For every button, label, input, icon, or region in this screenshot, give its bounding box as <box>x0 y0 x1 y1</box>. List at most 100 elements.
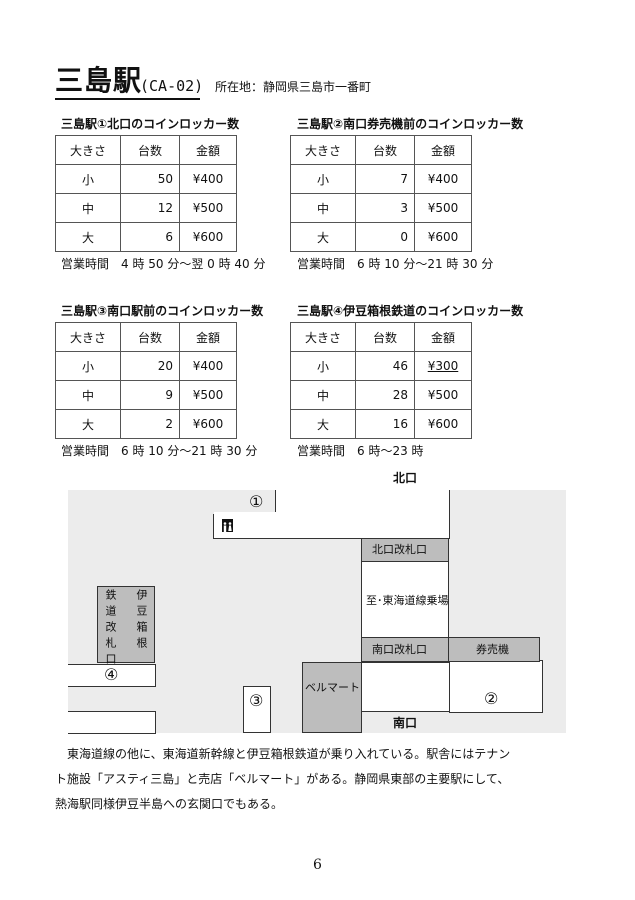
bellmart-shop <box>302 662 362 733</box>
west-passage-lower <box>68 711 156 734</box>
locker-2-marker: ② <box>484 689 499 708</box>
table-row: 中 12 ¥500 <box>55 193 237 223</box>
locker-3-marker: ③ <box>249 691 264 710</box>
ticket-area <box>449 660 543 713</box>
corridor-join <box>214 512 449 516</box>
north-gate-label: 北口改札口 <box>372 543 427 556</box>
cell-price: ¥500 <box>414 193 472 223</box>
header-size: 大きさ <box>290 322 356 352</box>
restroom-icon <box>222 519 233 532</box>
cell-count: 7 <box>355 164 415 194</box>
header-count: 台数 <box>120 322 180 352</box>
station-name: 三島駅 <box>55 64 143 97</box>
locker-4-hours: 営業時間 6 時〜23 時 <box>297 444 424 458</box>
cell-price: ¥600 <box>414 409 472 439</box>
title-underline <box>55 98 200 100</box>
description-line-2: ト施設「アスティ三島」と売店「ベルマート」がある。静岡県東部の主要駅にして、 <box>55 772 510 786</box>
table-header-row: 大きさ 台数 金額 <box>55 135 237 165</box>
table-row: 小 50 ¥400 <box>55 164 237 194</box>
cell-count: 16 <box>355 409 415 439</box>
table-row: 小 20 ¥400 <box>55 351 237 381</box>
locker-4-title: 三島駅④伊豆箱根鉄道のコインロッカー数 <box>297 304 524 318</box>
izuhakone-label-right: 伊豆箱根 <box>135 589 148 653</box>
cell-count: 28 <box>355 380 415 410</box>
locker-1-marker: ① <box>249 492 264 511</box>
table-row: 大 2 ¥600 <box>55 409 237 439</box>
table-row: 中 28 ¥500 <box>290 380 472 410</box>
locker-3-title: 三島駅③南口駅前のコインロッカー数 <box>61 304 264 318</box>
locker-4-table: 大きさ 台数 金額 小 46 ¥300 中 28 ¥500 大 16 ¥600 <box>290 322 472 439</box>
table-row: 中 9 ¥500 <box>55 380 237 410</box>
north-exit-label: 北口 <box>393 471 418 485</box>
cell-size: 小 <box>290 351 356 381</box>
table-row: 大 6 ¥600 <box>55 222 237 252</box>
cell-price: ¥500 <box>179 193 237 223</box>
cell-size: 中 <box>290 380 356 410</box>
cell-size: 大 <box>55 409 121 439</box>
locker-3-hours: 営業時間 6 時 10 分〜21 時 30 分 <box>61 444 258 458</box>
cell-count: 2 <box>120 409 180 439</box>
header-price: 金額 <box>179 322 237 352</box>
cell-size: 中 <box>55 380 121 410</box>
cell-count: 12 <box>120 193 180 223</box>
bellmart-label: ベルマート <box>305 681 360 694</box>
cell-price: ¥400 <box>179 164 237 194</box>
cell-size: 中 <box>290 193 356 223</box>
cell-size: 中 <box>55 193 121 223</box>
header-price: 金額 <box>414 322 472 352</box>
izuhakone-gate <box>97 586 155 663</box>
header-size: 大きさ <box>290 135 356 165</box>
header-count: 台数 <box>120 135 180 165</box>
south-gate-label: 南口改札口 <box>372 643 427 656</box>
north-corridor-upper <box>275 490 450 514</box>
header-count: 台数 <box>355 322 415 352</box>
header-count: 台数 <box>355 135 415 165</box>
locker-1-hours: 営業時間 4 時 50 分〜翌 0 時 40 分 <box>61 257 266 271</box>
cell-count: 6 <box>120 222 180 252</box>
station-address: 所在地：静岡県三島市一番町 <box>215 80 372 94</box>
cell-price: ¥600 <box>414 222 472 252</box>
header-size: 大きさ <box>55 135 121 165</box>
table-header-row: 大きさ 台数 金額 <box>55 322 237 352</box>
locker-4-marker: ④ <box>104 665 119 684</box>
north-corridor <box>213 514 450 539</box>
ticket-machines <box>448 637 540 662</box>
cell-count: 0 <box>355 222 415 252</box>
locker-2-hours: 営業時間 6 時 10 分〜21 時 30 分 <box>297 257 494 271</box>
description-line-3: 熱海駅同様伊豆半島への玄関口でもある。 <box>55 797 284 811</box>
header-size: 大きさ <box>55 322 121 352</box>
cell-price: ¥500 <box>179 380 237 410</box>
table-row: 小 7 ¥400 <box>290 164 472 194</box>
header-price: 金額 <box>179 135 237 165</box>
cell-price: ¥600 <box>179 409 237 439</box>
south-exit-label: 南口 <box>393 716 418 730</box>
locker-2-title: 三島駅②南口券売機前のコインロッカー数 <box>297 117 524 131</box>
station-code: (CA-02) <box>140 77 204 95</box>
description-line-1: 東海道線の他に、東海道新幹線と伊豆箱根鉄道が乗り入れている。駅舎にはテナン <box>67 747 511 761</box>
locker-2-table: 大きさ 台数 金額 小 7 ¥400 中 3 ¥500 大 0 ¥600 <box>290 135 472 252</box>
cell-count: 9 <box>120 380 180 410</box>
locker-1-table: 大きさ 台数 金額 小 50 ¥400 中 12 ¥500 大 6 ¥600 <box>55 135 237 252</box>
cell-price: ¥600 <box>179 222 237 252</box>
cell-size: 小 <box>55 164 121 194</box>
table-row: 大 0 ¥600 <box>290 222 472 252</box>
table-header-row: 大きさ 台数 金額 <box>290 322 472 352</box>
cell-price: ¥400 <box>414 164 472 194</box>
table-row: 中 3 ¥500 <box>290 193 472 223</box>
platform-label: 至･東海道線乗場 <box>366 594 449 607</box>
header-price: 金額 <box>414 135 472 165</box>
cell-size: 大 <box>55 222 121 252</box>
west-passage <box>68 664 156 687</box>
izuhakone-label-left: 鉄道改札口 <box>104 589 117 669</box>
cell-count: 3 <box>355 193 415 223</box>
cell-price: ¥300 <box>414 351 472 381</box>
page-number: 6 <box>313 857 322 873</box>
table-header-row: 大きさ 台数 金額 <box>290 135 472 165</box>
cell-size: 小 <box>55 351 121 381</box>
locker-3-niche <box>243 686 271 733</box>
cell-price: ¥400 <box>179 351 237 381</box>
ticket-machines-label: 券売機 <box>476 643 509 656</box>
cell-count: 46 <box>355 351 415 381</box>
cell-size: 大 <box>290 222 356 252</box>
locker-3-table: 大きさ 台数 金額 小 20 ¥400 中 9 ¥500 大 2 ¥600 <box>55 322 237 439</box>
